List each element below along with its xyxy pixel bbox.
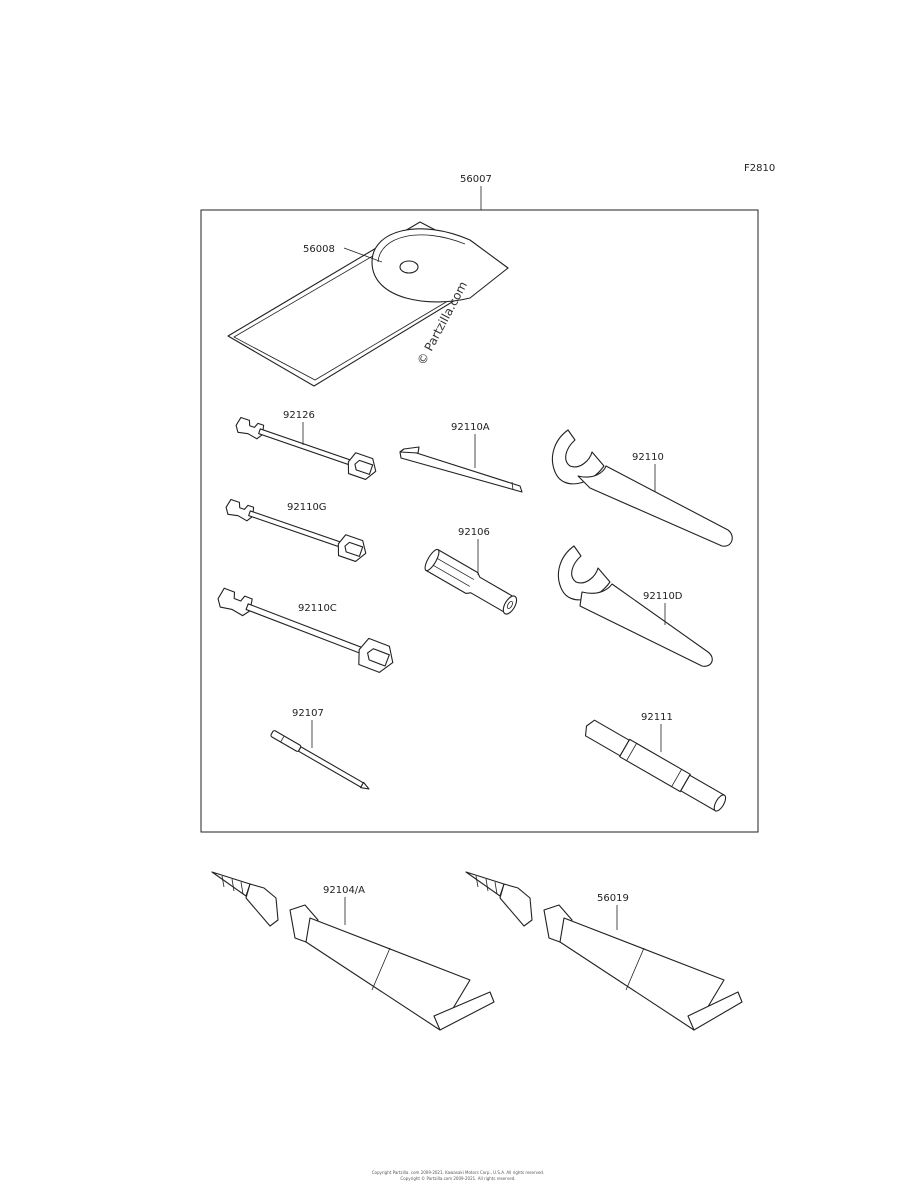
- leader-56008: [343, 247, 383, 263]
- part-label-92107[interactable]: 92107: [292, 708, 324, 719]
- part-label-92110g[interactable]: 92110G: [287, 502, 327, 513]
- tool-kit-frame: [200, 209, 759, 833]
- footer-line-1: Copyright Partzilla. com 2009-2021. Kawa…: [372, 1170, 544, 1175]
- part-label-56008[interactable]: 56008: [303, 244, 335, 255]
- part-label-92110c[interactable]: 92110C: [298, 603, 337, 614]
- wrench-92126[interactable]: [233, 413, 379, 482]
- part-label-56019[interactable]: 56019: [597, 893, 629, 904]
- spanner-92110[interactable]: [551, 429, 733, 547]
- part-label-56007[interactable]: 56007: [460, 174, 492, 185]
- socket-92106[interactable]: [423, 548, 521, 618]
- screwdriver-92107[interactable]: [270, 730, 370, 792]
- part-label-92110[interactable]: 92110: [632, 452, 664, 463]
- footer-line-2: Copyright © Partzilla.com 2009-2021. All…: [400, 1176, 515, 1181]
- wrench-92110g[interactable]: [223, 495, 369, 564]
- part-label-92104a[interactable]: 92104/A: [323, 885, 365, 896]
- grease-tube-92104a[interactable]: [211, 871, 495, 1031]
- handle-92111[interactable]: [582, 717, 729, 813]
- tool-bag[interactable]: [227, 221, 509, 387]
- part-label-92110a[interactable]: 92110A: [451, 422, 490, 433]
- part-label-92111[interactable]: 92111: [641, 712, 673, 723]
- hex-key-92110a[interactable]: [399, 446, 523, 493]
- part-label-92126[interactable]: 92126: [283, 410, 315, 421]
- spanner-92110d[interactable]: [557, 545, 713, 667]
- part-label-92110d[interactable]: 92110D: [643, 591, 683, 602]
- part-label-92106[interactable]: 92106: [458, 527, 490, 538]
- wrench-92110c[interactable]: [214, 583, 398, 676]
- grease-tube-56019[interactable]: [465, 871, 743, 1031]
- figure-code: F2810: [744, 163, 775, 174]
